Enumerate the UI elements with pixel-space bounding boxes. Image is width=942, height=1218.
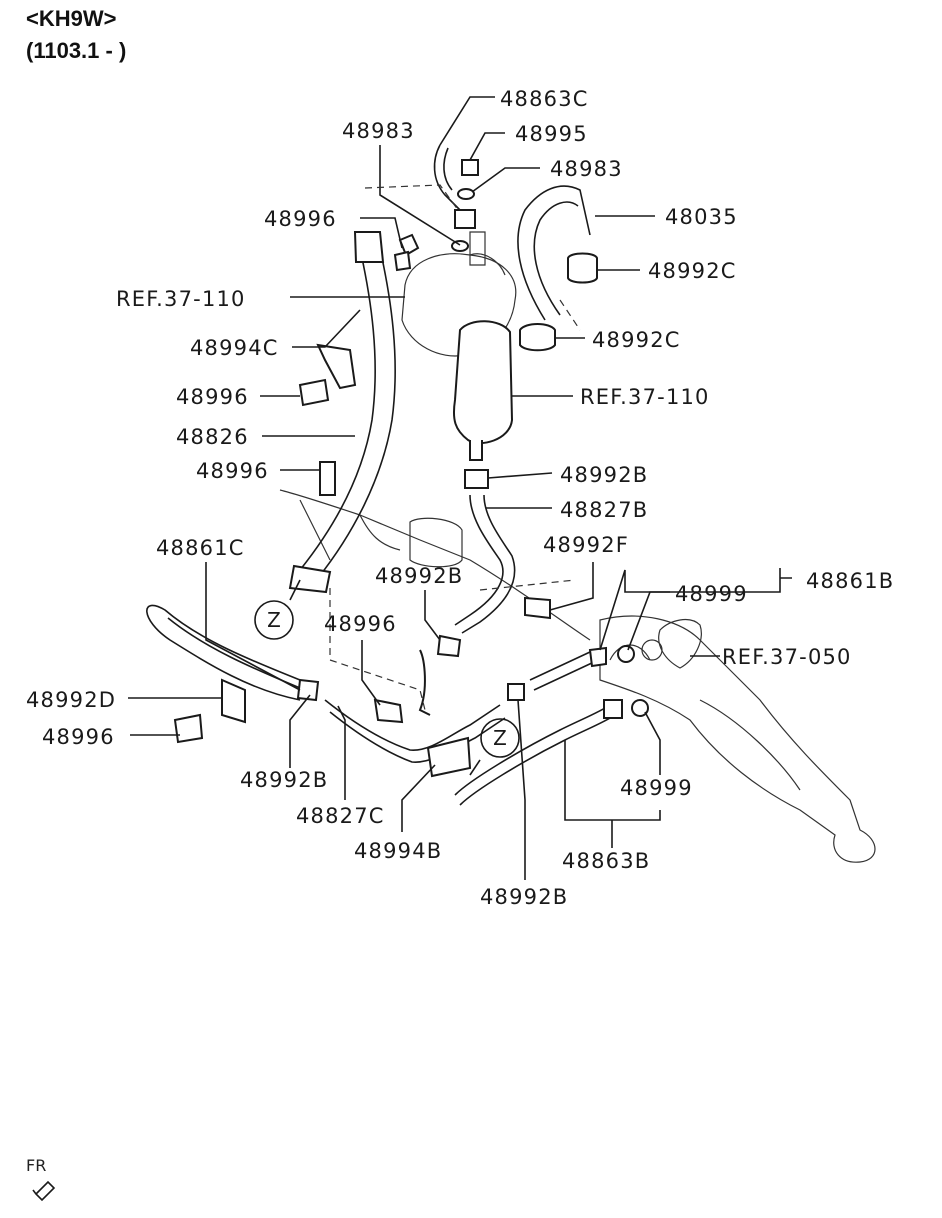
callout-48827C: 48827C [296,804,385,828]
callout-48861C: 48861C [156,536,245,560]
callout-48996-top: 48996 [264,207,337,231]
callout-48992F: 48992F [543,533,629,557]
view-marker-z-2: Z [493,726,507,750]
hose-48827C [324,649,506,763]
serial-range: (1103.1 - ) [26,38,127,63]
callout-ref-37-110-right: REF.37-110 [580,385,710,409]
callout-48863B: 48863B [562,849,650,873]
callout-48992C-mid: 48992C [592,328,681,352]
tube-48861B [529,646,607,691]
callout-48992B-bottom: 48992B [480,885,568,909]
callout-48861B: 48861B [806,569,894,593]
oil-pump-housing [401,231,517,357]
callout-48983-right: 48983 [550,157,623,181]
callout-48996-bottom: 48996 [42,725,115,749]
model-code: <KH9W> [26,6,117,31]
oil-reservoir [452,320,514,461]
view-marker-z-1: Z [267,608,281,632]
callout-48999-bottom: 48999 [620,776,693,800]
fittings [173,233,649,778]
callout-48996-mid: 48996 [176,385,249,409]
callout-48999-top: 48999 [675,582,748,606]
hose-48826 [288,231,396,594]
callout-48994B: 48994B [354,839,442,863]
dashed-guides [329,184,581,711]
callout-48983-left: 48983 [342,119,415,143]
callout-48035: 48035 [665,205,738,229]
hose-48827B [454,469,516,634]
leader-lines [128,96,792,880]
callout-48992B-left: 48992B [240,768,328,792]
callout-48827B: 48827B [560,498,648,522]
tube-48863B [454,683,623,806]
frame-outline [279,489,591,641]
view-marker-circle-1 [254,600,294,640]
callout-48995: 48995 [515,122,588,146]
front-direction-label: FR [26,1156,47,1175]
callout-ref-37-050: REF.37-050 [722,645,852,669]
hose-48035 [517,185,598,352]
view-marker-circle-2 [480,718,520,758]
callout-48992C-top: 48992C [648,259,737,283]
callout-48994C: 48994C [190,336,279,360]
callout-48863C-top: 48863C [500,87,589,111]
callout-ref-37-110-left: REF.37-110 [116,287,246,311]
callout-48996-center: 48996 [324,612,397,636]
callout-48996-lower: 48996 [196,459,269,483]
callout-48826: 48826 [176,425,249,449]
callout-48992B-mid: 48992B [375,564,463,588]
callout-48992B-top: 48992B [560,463,648,487]
front-direction-arrow-icon [32,1180,56,1202]
callout-48992D: 48992D [26,688,116,712]
tube-48863C [433,144,479,252]
